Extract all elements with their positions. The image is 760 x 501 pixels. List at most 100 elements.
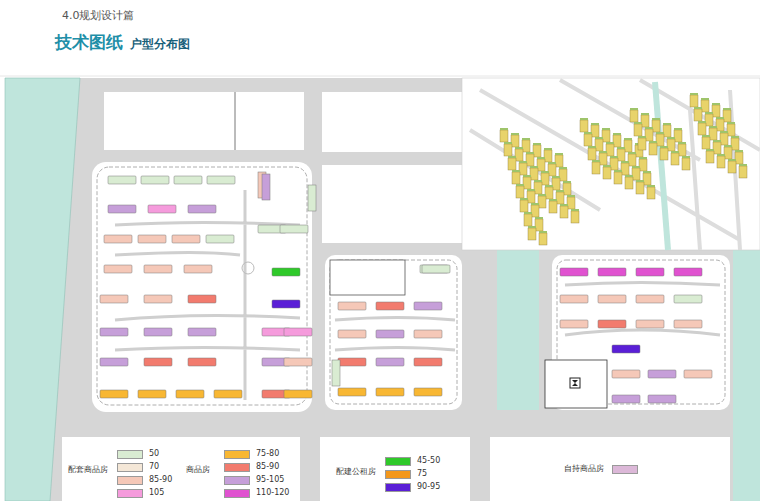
inset-building-face bbox=[524, 214, 532, 226]
inset-building bbox=[527, 189, 535, 203]
inset-building-face bbox=[682, 158, 690, 170]
legend-swatch bbox=[224, 450, 250, 459]
inset-building-face bbox=[728, 161, 736, 173]
building bbox=[414, 388, 442, 396]
inset-building bbox=[592, 160, 600, 174]
building bbox=[141, 176, 169, 184]
inset-building-roof bbox=[630, 108, 638, 110]
building bbox=[262, 174, 270, 200]
building bbox=[188, 328, 216, 336]
site-block bbox=[325, 255, 462, 410]
inset-building-face bbox=[727, 124, 735, 136]
inset-building-face bbox=[625, 177, 633, 189]
inset-building bbox=[632, 166, 640, 180]
inset-building-roof bbox=[647, 185, 655, 187]
inset-building-roof bbox=[690, 93, 698, 95]
building bbox=[414, 302, 442, 310]
inset-building bbox=[614, 170, 622, 184]
legend-swatch bbox=[224, 463, 250, 472]
legend-group-label: 配套商品房 bbox=[68, 466, 108, 475]
building bbox=[207, 176, 235, 184]
inset-building-roof bbox=[537, 157, 545, 159]
building bbox=[376, 388, 404, 396]
legend-text: 105 bbox=[149, 489, 164, 498]
inset-building-face bbox=[526, 154, 534, 166]
inset-building-face bbox=[649, 143, 657, 155]
inset-building-roof bbox=[636, 180, 644, 182]
inset-building-roof bbox=[500, 128, 508, 130]
inset-building-face bbox=[663, 125, 671, 137]
header-label: 4.0规划设计篇 bbox=[62, 10, 135, 22]
inset-building-roof bbox=[526, 152, 534, 154]
inset-building-face bbox=[534, 182, 542, 194]
inset-building bbox=[528, 226, 536, 240]
inset-building-roof bbox=[544, 148, 552, 150]
inset-building bbox=[713, 140, 721, 154]
legend-text: 75 bbox=[417, 470, 427, 479]
inset-building-roof bbox=[727, 122, 735, 124]
building bbox=[684, 370, 712, 378]
building bbox=[612, 345, 640, 353]
inset-building bbox=[728, 159, 736, 173]
inset-building bbox=[504, 142, 512, 156]
inset-building-roof bbox=[588, 146, 596, 148]
inset-building bbox=[613, 133, 621, 147]
inset-building-face bbox=[690, 95, 698, 107]
building bbox=[100, 390, 128, 398]
block bbox=[320, 437, 470, 501]
inset-building bbox=[727, 122, 735, 136]
building bbox=[636, 268, 664, 276]
legend-swatch bbox=[117, 489, 143, 498]
inset-building bbox=[709, 126, 717, 140]
inset-building-roof bbox=[713, 140, 721, 142]
inset-building-face bbox=[624, 140, 632, 152]
inset-building-roof bbox=[548, 162, 556, 164]
inset-building-roof bbox=[656, 132, 664, 134]
inset-building-face bbox=[628, 154, 636, 166]
legend-group-label: 配建公租房 bbox=[336, 468, 376, 477]
building bbox=[308, 185, 316, 211]
legend-text: 85-90 bbox=[149, 476, 172, 485]
inset-building bbox=[639, 157, 647, 171]
inset-building bbox=[638, 136, 646, 150]
inset-building-face bbox=[530, 168, 538, 180]
inset-building bbox=[534, 180, 542, 194]
inset-building bbox=[531, 203, 539, 217]
inset-building bbox=[634, 122, 642, 136]
inset-building-face bbox=[515, 149, 523, 161]
building bbox=[188, 295, 216, 303]
inset-building-face bbox=[584, 134, 592, 146]
inset-building-roof bbox=[602, 128, 610, 130]
inset-building-face bbox=[519, 163, 527, 175]
inset-building-roof bbox=[614, 170, 622, 172]
inset-building-roof bbox=[720, 131, 728, 133]
legend-group-label: 商品房 bbox=[186, 466, 210, 475]
building bbox=[188, 205, 216, 213]
header-label: 户型分布图 bbox=[130, 38, 190, 51]
inset-building-roof bbox=[515, 147, 523, 149]
legend-swatch bbox=[224, 489, 250, 498]
inset-building bbox=[595, 137, 603, 151]
inset-building-face bbox=[713, 142, 721, 154]
inset-building-roof bbox=[520, 198, 528, 200]
inset-building-face bbox=[660, 148, 668, 160]
inset-building-face bbox=[702, 137, 710, 149]
inset-building-face bbox=[523, 177, 531, 189]
building bbox=[108, 205, 136, 213]
facility-icon bbox=[572, 380, 578, 386]
inset-building-roof bbox=[625, 175, 633, 177]
inset-building bbox=[724, 145, 732, 159]
inset-building bbox=[652, 118, 660, 132]
inset-building-face bbox=[556, 192, 564, 204]
inset-building-face bbox=[641, 115, 649, 127]
inset-building-roof bbox=[563, 181, 571, 183]
inset-building-face bbox=[630, 110, 638, 122]
inset-building-roof bbox=[674, 128, 682, 130]
inset-building-face bbox=[591, 125, 599, 137]
inset-building-face bbox=[563, 183, 571, 195]
inset-building bbox=[555, 153, 563, 167]
inset-building-face bbox=[603, 167, 611, 179]
inset-building bbox=[602, 128, 610, 142]
inset-building bbox=[512, 170, 520, 184]
inset-building bbox=[628, 152, 636, 166]
